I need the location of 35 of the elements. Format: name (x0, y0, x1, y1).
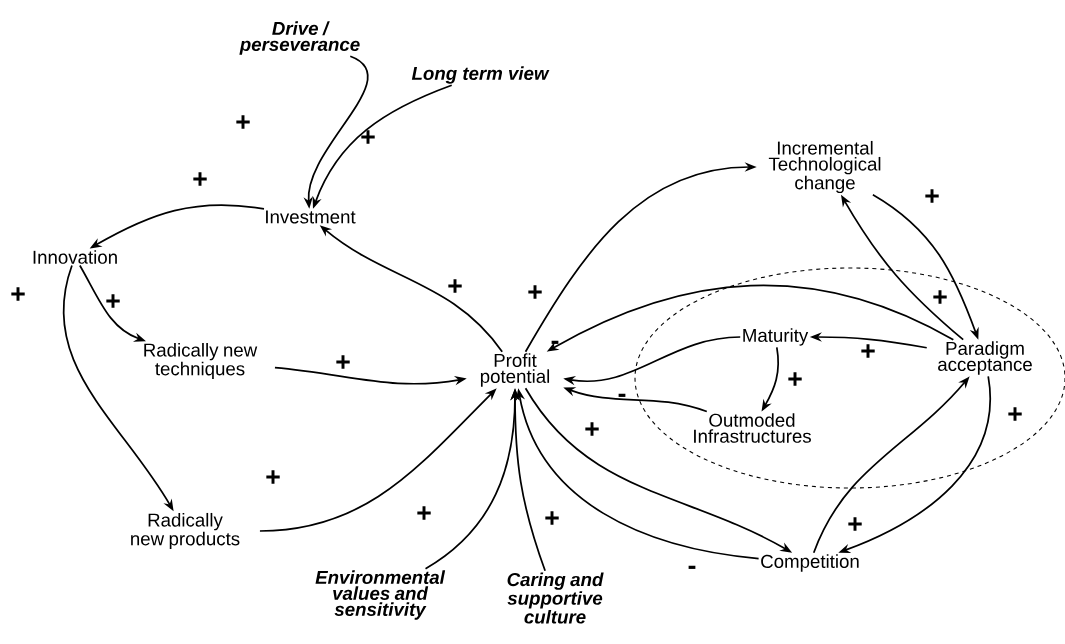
factor-label: Profit potential (480, 353, 550, 387)
polarity-sign: + (848, 517, 862, 531)
polarity-sign: + (925, 189, 939, 203)
factor-label: Caring and supportive culture (507, 572, 604, 624)
factor-label: Incremental Technological change (768, 140, 881, 194)
polarity-sign: - (688, 565, 696, 569)
polarity-sign: + (448, 279, 462, 293)
factor-label: Environmental values and sensitivity (315, 570, 446, 620)
polarity-sign: + (266, 470, 280, 484)
factor-label: Radically new products (131, 512, 240, 550)
polarity-sign: + (788, 372, 802, 386)
polarity-sign: + (11, 287, 25, 301)
factor-label: Long term view (411, 66, 550, 84)
factor-label: Maturity (743, 328, 809, 346)
factor-label: Drive / perseverance (239, 21, 360, 55)
factor-label: Outmoded Infrastructures (694, 413, 811, 443)
polarity-sign: + (861, 344, 875, 358)
polarity-sign: + (1008, 407, 1022, 421)
factor-label: Competition (761, 554, 859, 572)
polarity-sign: + (528, 285, 542, 299)
polarity-sign: - (618, 393, 626, 397)
factor-label: Innovation (33, 250, 117, 264)
polarity-sign: + (236, 115, 250, 129)
polarity-sign: + (545, 511, 559, 525)
polarity-sign: + (336, 355, 350, 369)
polarity-sign: + (417, 506, 431, 520)
polarity-sign: - (551, 340, 559, 344)
factor-label: Radically new techniques (144, 342, 258, 380)
factor-label: Paradigm acceptance (938, 341, 1032, 375)
factor-label: Investment (266, 210, 356, 224)
polarity-sign: + (193, 172, 207, 186)
polarity-sign: + (361, 130, 375, 144)
polarity-sign: + (106, 294, 120, 308)
polarity-sign: + (933, 290, 947, 304)
polarity-sign: + (585, 422, 599, 436)
